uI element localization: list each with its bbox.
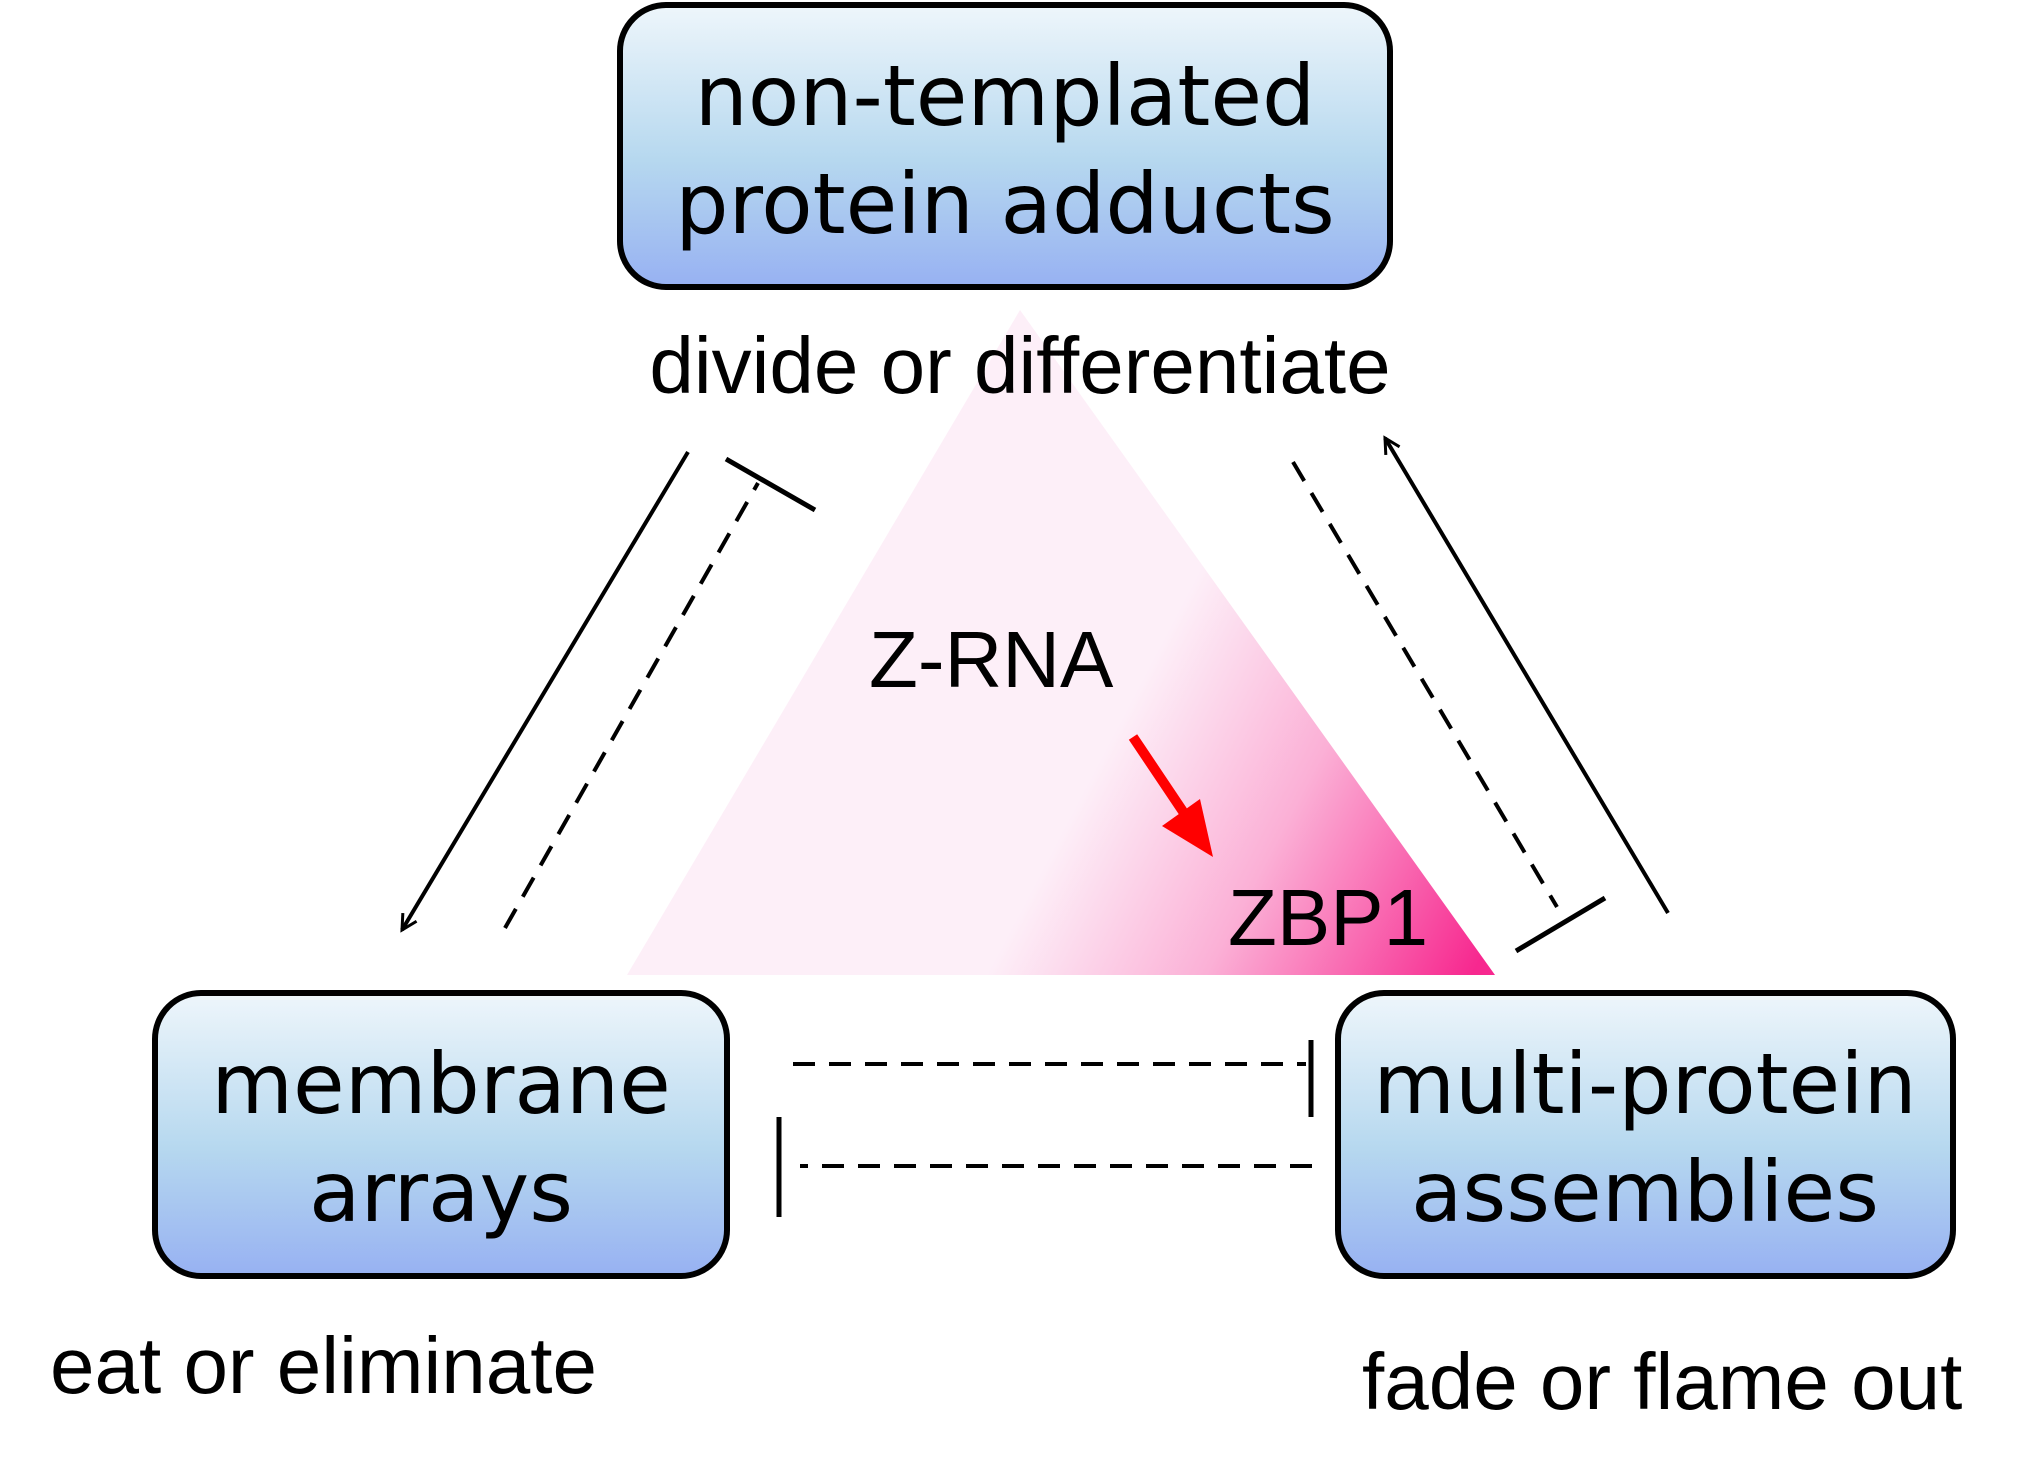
inhibit-bar-top-left <box>724 456 817 513</box>
inhibit-bar-right <box>1514 895 1607 954</box>
dashed-inhibit-top-to-right <box>1291 460 1559 909</box>
arrow-top-to-left <box>400 450 690 930</box>
outcome-left: eat or eliminate <box>50 1321 597 1410</box>
zrna-label: Z-RNA <box>869 615 1114 704</box>
box-left-line1: membrane <box>211 1035 671 1133</box>
box-left-line2: arrays <box>309 1143 573 1241</box>
arrow-right-to-top <box>1383 438 1670 915</box>
box-left: membrane arrays <box>152 990 730 1279</box>
outcome-top: divide or differentiate <box>649 321 1390 410</box>
box-top: non-templated protein adducts <box>617 2 1393 290</box>
box-right-line2: assemblies <box>1411 1143 1879 1241</box>
box-right-line1: multi-protein <box>1373 1035 1917 1133</box>
box-right: multi-protein assemblies <box>1335 990 1956 1279</box>
zbp1-label: ZBP1 <box>1228 873 1428 962</box>
activation-arrow <box>1128 734 1213 857</box>
outcome-right: fade or flame out <box>1362 1337 1962 1426</box>
dashed-inhibit-left-to-top <box>503 482 760 929</box>
central-triangle <box>627 310 1495 975</box>
box-top-line1: non-templated <box>695 47 1316 145</box>
box-top-line2: protein adducts <box>675 155 1335 253</box>
